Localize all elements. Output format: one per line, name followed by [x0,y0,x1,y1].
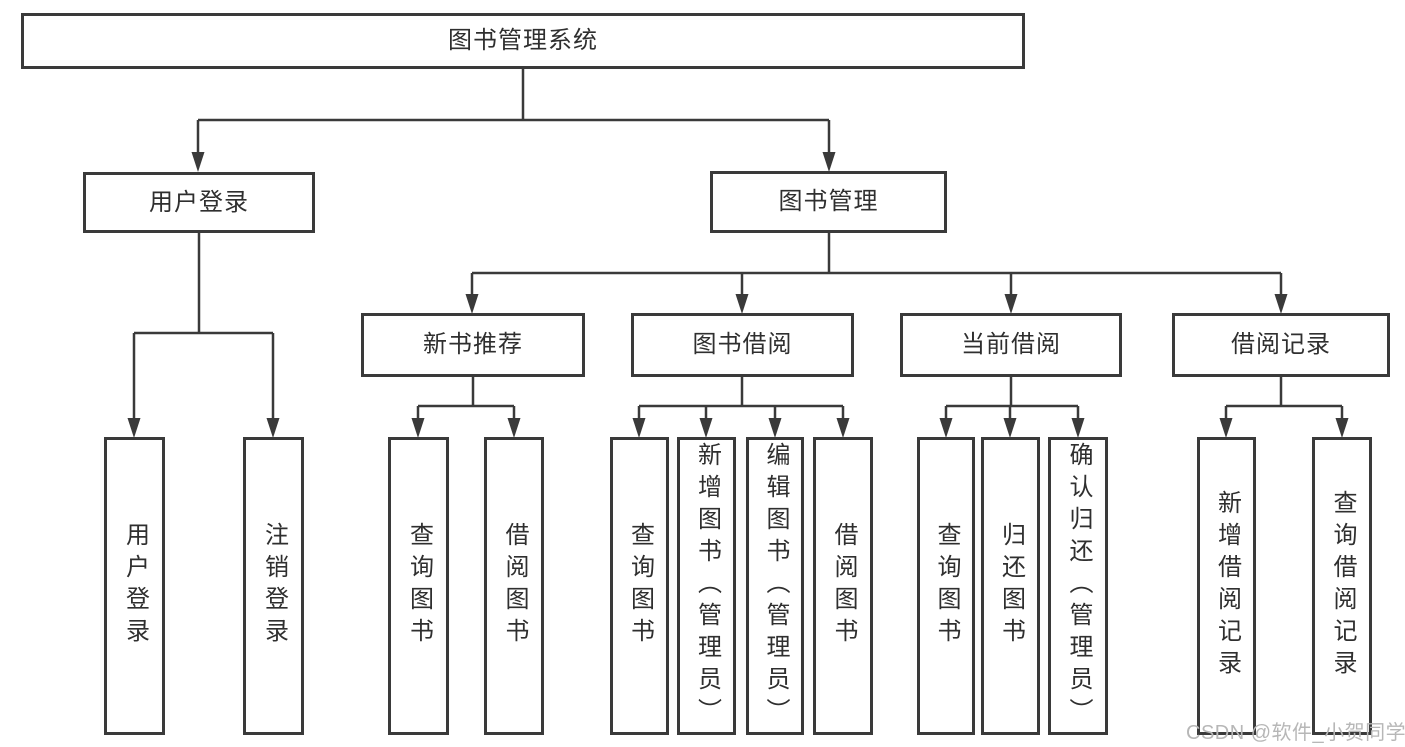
node-book-management: 图书管理 [710,171,947,233]
node-book-borrow: 图书借阅 [631,313,854,377]
arrowheads [127,152,1349,438]
arrow-icon [1335,418,1349,438]
edge-book-mgmt-bus [470,233,1283,297]
arrow-icon [768,418,782,438]
leaf-add-borrow-record: 新增借阅记录 [1197,437,1256,735]
edge-borrow-records-bus [1224,377,1344,420]
leaf-query-books-recommend: 查询图书 [388,437,449,735]
leaf-logout: 注销登录 [243,437,304,735]
edge-user-login-bus [132,233,275,420]
arrow-icon [939,418,953,438]
arrow-icon [266,418,280,438]
node-root: 图书管理系统 [21,13,1025,69]
arrow-icon [632,418,646,438]
arrow-icon [1003,418,1017,438]
leaf-query-books-current: 查询图书 [917,437,975,735]
arrow-icon [822,152,836,172]
leaf-edit-books-admin: 编辑图书（管理员） [746,437,804,735]
node-user-login: 用户登录 [83,172,315,233]
leaf-confirm-return-admin: 确认归还（管理员） [1048,437,1108,735]
leaf-query-books-borrow: 查询图书 [610,437,669,735]
leaf-borrow-books: 借阅图书 [813,437,873,735]
arrow-icon [127,418,141,438]
leaf-add-books-admin: 新增图书（管理员） [677,437,736,735]
arrow-icon [191,152,205,172]
leaf-return-books: 归还图书 [981,437,1040,735]
arrow-icon [735,294,749,314]
edge-new-book-bus [416,377,516,420]
arrow-icon [1219,418,1233,438]
edge-book-borrow-bus [637,377,845,420]
arrow-icon [411,418,425,438]
csdn-watermark: CSDN @软件_小贺同学 [1186,722,1405,744]
edge-root-bus [196,69,831,156]
node-current-borrow: 当前借阅 [900,313,1122,377]
arrow-icon [465,294,479,314]
leaf-query-borrow-record: 查询借阅记录 [1312,437,1372,735]
arrow-icon [699,418,713,438]
edge-current-borrow-bus [944,377,1080,420]
arrow-icon [507,418,521,438]
arrow-icon [1004,294,1018,314]
arrow-icon [1274,294,1288,314]
leaf-user-login: 用户登录 [104,437,165,735]
node-new-book-recommend: 新书推荐 [361,313,585,377]
arrow-icon [1071,418,1085,438]
arrow-icon [836,418,850,438]
leaf-borrow-books-recommend: 借阅图书 [484,437,544,735]
node-borrow-records: 借阅记录 [1172,313,1390,377]
